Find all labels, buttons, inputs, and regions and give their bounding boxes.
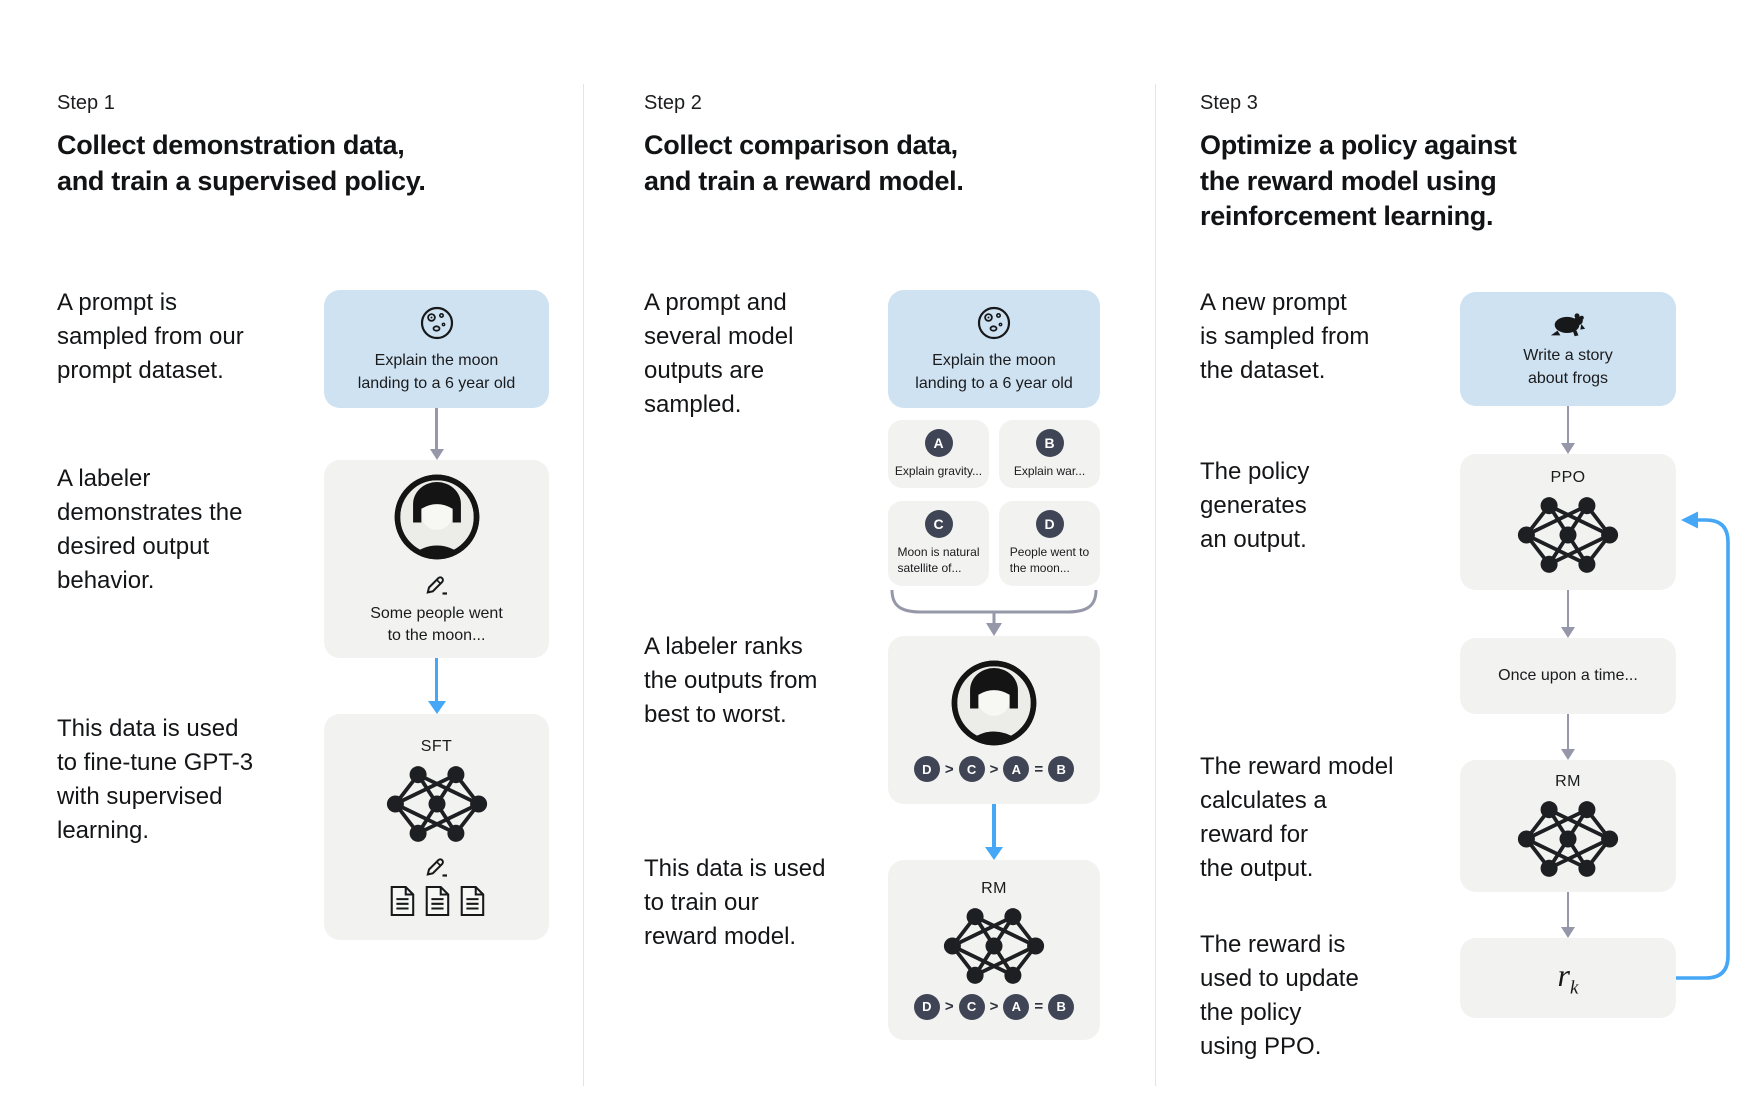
document-icon	[423, 885, 451, 917]
badge-a: A	[924, 429, 953, 457]
down-arrow-icon	[1460, 406, 1676, 454]
badge-b: B	[1035, 429, 1064, 457]
rm-model-box: RM D > C > A = B	[888, 859, 1100, 1040]
moon-icon	[417, 303, 457, 343]
step-2-caption-ranking: A labeler ranks the outputs from best to…	[644, 633, 818, 729]
output-card-b: B Explain war...	[999, 420, 1100, 489]
step-1-label: Step 1	[57, 92, 115, 114]
pencil-icon	[423, 852, 450, 878]
sft-model-box: SFT	[324, 714, 549, 940]
network-icon	[1516, 494, 1620, 576]
policy-output-text: Once upon a time...	[1498, 666, 1638, 684]
step-2-label: Step 2	[644, 92, 702, 114]
step-2-caption-sampling: A prompt and several model outputs are s…	[644, 289, 794, 419]
prompt-text: Explain the moon landing to a 6 year old	[357, 352, 516, 392]
output-card-c: C Moon is natural satellite of...	[888, 501, 989, 586]
sft-label: SFT	[420, 737, 453, 755]
step-3-caption-update-policy: The reward is used to update the policy …	[1200, 931, 1359, 1061]
step-3-flow: Write a story about frogs PPO Once upon …	[1460, 292, 1676, 1018]
step-1-caption-labeler: A labeler demonstrates the desired outpu…	[57, 465, 243, 595]
step-3-caption-reward-calc: The reward model calculates a reward for…	[1200, 753, 1394, 883]
down-arrow-icon	[1460, 892, 1676, 938]
step-2-heading: Collect comparison data, and train a rew…	[644, 130, 964, 196]
network-icon	[385, 763, 489, 845]
prompt-box: Explain the moon landing to a 6 year old	[888, 290, 1100, 408]
step-1-caption-finetune: This data is used to fine-tune GPT-3 wit…	[57, 715, 254, 845]
network-icon	[1516, 798, 1620, 880]
output-card-d: D People went to the moon...	[999, 501, 1100, 586]
pencil-icon	[423, 570, 450, 596]
step-1-heading: Collect demonstration data, and train a …	[57, 130, 426, 196]
labeler-avatar	[948, 657, 1040, 749]
network-icon	[942, 905, 1046, 987]
step-3-heading: Optimize a policy against the reward mod…	[1200, 130, 1517, 232]
frog-icon	[1549, 308, 1587, 338]
ppo-label: PPO	[1550, 468, 1586, 486]
step-3-caption-policy: The policy generates an output.	[1200, 458, 1310, 554]
down-arrow-icon	[1460, 714, 1676, 760]
document-icon	[388, 885, 416, 917]
column-divider	[583, 84, 584, 1086]
prompt-box: Write a story about frogs	[1460, 292, 1676, 406]
ranking-row: D > C > A = B	[913, 993, 1075, 1020]
down-arrow-blue-icon	[888, 803, 1100, 860]
feedback-loop-arrow-icon	[1676, 511, 1730, 980]
column-divider	[1155, 84, 1156, 1086]
rm-label: RM	[1555, 772, 1581, 790]
moon-icon	[974, 303, 1014, 343]
ranking-row: D > C > A = B	[913, 756, 1075, 783]
step-1-caption-prompt: A prompt is sampled from our prompt data…	[57, 289, 244, 385]
prompt-text: Write a story about frogs	[1523, 347, 1613, 387]
labeler-box: Some people went to the moon...	[324, 460, 549, 658]
step-2-caption-train-rm: This data is used to train our reward mo…	[644, 855, 826, 951]
badge-c: C	[924, 510, 953, 539]
prompt-box: Explain the moon landing to a 6 year old	[324, 290, 549, 408]
labeler-avatar	[391, 471, 483, 563]
output-card-a: A Explain gravity...	[888, 420, 989, 489]
step-3-caption-new-prompt: A new prompt is sampled from the dataset…	[1200, 289, 1370, 385]
reward-value: rk	[1557, 956, 1579, 999]
down-arrow-blue-icon	[324, 658, 549, 714]
prompt-text: Explain the moon landing to a 6 year old	[915, 352, 1073, 392]
document-icon	[458, 885, 486, 917]
reward-box: rk	[1460, 938, 1676, 1018]
rm-model-box: RM	[1460, 760, 1676, 892]
policy-output-box: Once upon a time...	[1460, 638, 1676, 714]
step-3-label: Step 3	[1200, 92, 1258, 114]
step-2-flow: Explain the moon landing to a 6 year old…	[888, 290, 1100, 1040]
rm-label: RM	[981, 879, 1007, 897]
demonstration-text: Some people went to the moon...	[370, 604, 503, 644]
labeler-ranking-box: D > C > A = B	[888, 635, 1100, 804]
documents-row	[388, 885, 486, 917]
converge-bracket-arrow-icon	[890, 589, 1098, 636]
step-1-flow: Explain the moon landing to a 6 year old…	[324, 290, 549, 940]
output-cards-grid: A Explain gravity... B Explain war... C …	[888, 420, 1100, 586]
down-arrow-icon	[324, 408, 549, 460]
down-arrow-icon	[1460, 590, 1676, 638]
ppo-model-box: PPO	[1460, 454, 1676, 590]
badge-d: D	[1035, 510, 1064, 539]
